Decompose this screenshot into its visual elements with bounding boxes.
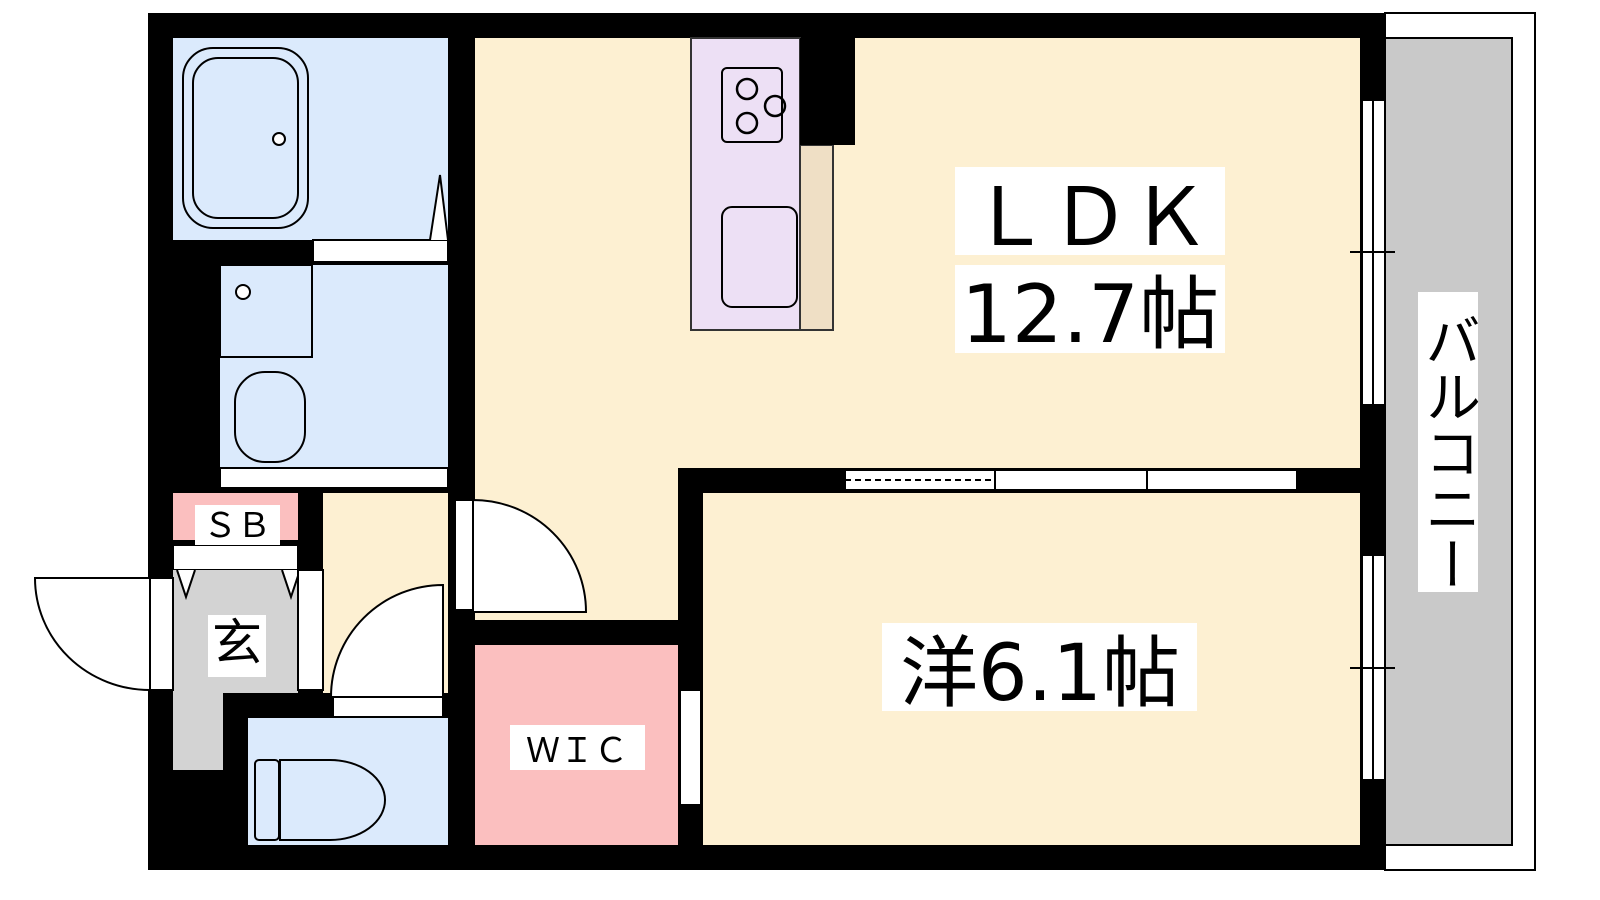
wic-label: ＷＩＣ (526, 731, 628, 771)
sliding-door[interactable] (844, 469, 1298, 491)
ldk-label: ＬＤＫ (970, 171, 1210, 264)
toilet-door[interactable] (329, 583, 444, 698)
entrance-label: 玄 (212, 614, 262, 672)
window (1350, 554, 1395, 781)
sb-label: ＳＢ (203, 506, 271, 546)
washbasin-icon (234, 371, 306, 463)
balcony (1384, 12, 1536, 871)
bathtub-icon (192, 57, 299, 219)
bathroom (173, 38, 449, 263)
toilet-room (248, 583, 448, 845)
washing-machine-icon (219, 264, 313, 358)
ldk-door[interactable] (472, 498, 588, 613)
western-label: 洋6.1帖 (900, 629, 1180, 719)
entrance-door[interactable] (33, 577, 151, 692)
stove-icon (721, 67, 783, 143)
ldk-size: 12.7帖 (961, 268, 1219, 361)
sink-icon (721, 206, 798, 308)
balcony-label: バルコニー (1416, 312, 1481, 592)
kitchen (690, 37, 855, 331)
washroom (219, 264, 449, 489)
window (1350, 99, 1395, 406)
